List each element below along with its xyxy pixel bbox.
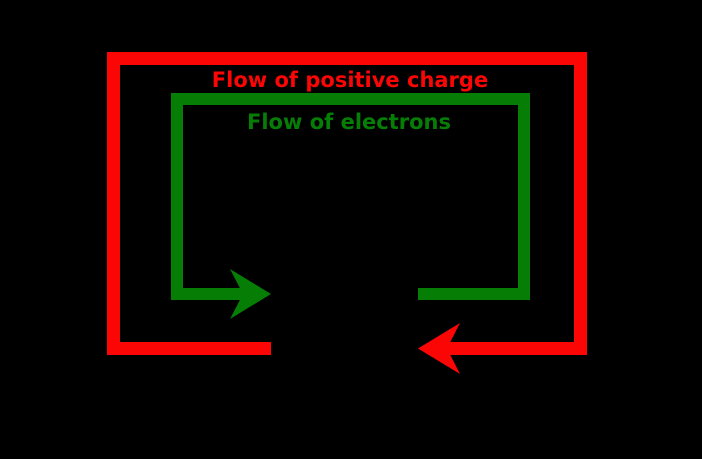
arrow-left-icon bbox=[418, 323, 460, 374]
positive-charge-loop bbox=[107, 52, 587, 355]
arrow-right-icon bbox=[230, 269, 271, 319]
electron-loop bbox=[171, 93, 530, 300]
electron-flow-label: Flow of electrons bbox=[247, 110, 451, 134]
positive-charge-label: Flow of positive charge bbox=[211, 68, 489, 92]
